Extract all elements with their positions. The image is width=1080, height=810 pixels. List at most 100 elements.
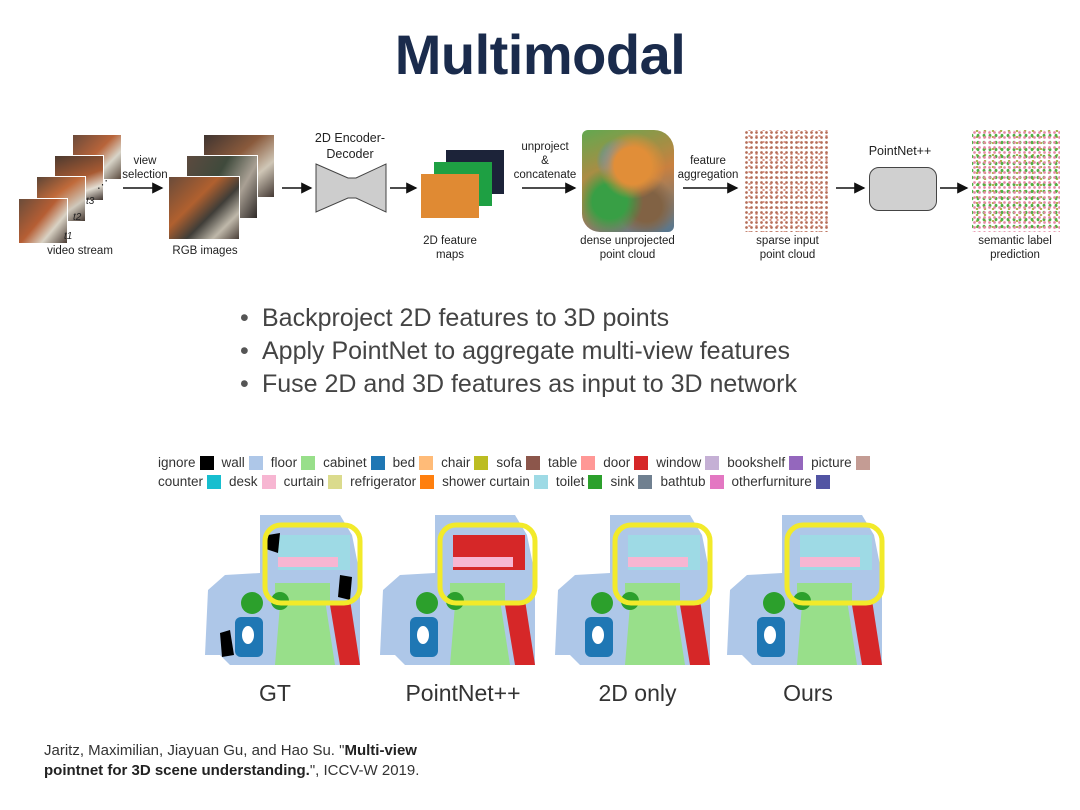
seg-cabinet-hole	[764, 626, 776, 644]
legend-item-sink: sink	[610, 474, 653, 489]
legend-label: wall	[221, 455, 245, 470]
time-label-t3: t3	[86, 196, 95, 207]
legend-label: cabinet	[323, 455, 367, 470]
legend-item-picture: picture	[811, 455, 870, 470]
label-pointnet: PointNet++	[868, 144, 932, 158]
legend-item-door: door	[603, 455, 649, 470]
sparse-point-cloud	[744, 130, 830, 232]
caption-ours: Ours	[783, 680, 833, 706]
legend-swatch	[419, 455, 434, 470]
results-panel	[200, 505, 900, 675]
legend-swatch	[634, 455, 649, 470]
legend-label: sofa	[496, 455, 522, 470]
seg-floor	[450, 600, 510, 665]
legend-label: toilet	[555, 474, 585, 489]
legend-item-bathtub: bathtub	[660, 474, 724, 489]
seg-ignore	[220, 630, 234, 657]
legend-item-chair: chair	[441, 455, 489, 470]
highlight-box	[262, 522, 363, 606]
legend-item-curtain: curtain	[284, 474, 343, 489]
legend-swatch	[709, 474, 724, 489]
video-frame-0	[18, 198, 68, 244]
seg-map-3	[727, 515, 885, 665]
legend-item-cabinet: cabinet	[323, 455, 385, 470]
seg-floor	[275, 600, 335, 665]
seg-cabinet-hole	[592, 626, 604, 644]
legend-label: otherfurniture	[731, 474, 812, 489]
seg-ignore	[266, 533, 280, 553]
seg-ignore	[338, 575, 352, 600]
legend-label: curtain	[283, 474, 325, 489]
legend-swatch	[525, 455, 540, 470]
citation: Jaritz, Maximilian, Jiayuan Gu, and Hao …	[44, 742, 420, 779]
legend-label: bathtub	[660, 474, 706, 489]
bullet-item: •Fuse 2D and 3D features as input to 3D …	[240, 370, 798, 398]
highlight-box	[437, 522, 538, 606]
legend-item-wall: wall	[222, 455, 263, 470]
seg-floor-strip	[797, 583, 852, 603]
caption-gt: GT	[259, 680, 291, 706]
legend-swatch	[474, 455, 489, 470]
pointnet-block	[869, 167, 937, 211]
legend-swatch	[588, 474, 603, 489]
caption-2d-only: 2D only	[598, 680, 677, 706]
seg-floor-strip	[275, 583, 330, 603]
legend-swatch	[370, 455, 385, 470]
slide-title: Multimodal	[394, 23, 686, 86]
ellipsis-dots: ⋰	[97, 179, 108, 191]
seg-chair	[241, 592, 263, 614]
legend-item-shower-curtain: shower curtain	[442, 474, 548, 489]
legend-swatch	[261, 474, 276, 489]
seg-desk-strip	[453, 557, 513, 567]
seg-door	[330, 600, 360, 665]
legend-item-toilet: toilet	[556, 474, 603, 489]
legend-label: refrigerator	[350, 474, 417, 489]
seg-floor	[797, 600, 857, 665]
legend-swatch	[301, 455, 316, 470]
legend-label: chair	[441, 455, 471, 470]
highlight-box	[784, 522, 885, 606]
feature-map-orange	[421, 174, 479, 218]
legend-swatch	[248, 455, 263, 470]
legend-item-counter: counter	[158, 474, 222, 489]
legend-swatch	[533, 474, 548, 489]
seg-door	[505, 600, 535, 665]
rgb-image-front	[168, 176, 240, 240]
legend-label: desk	[229, 474, 258, 489]
seg-floor-strip	[450, 583, 505, 603]
seg-map-1	[380, 515, 538, 665]
legend-item-ignore: ignore	[158, 455, 214, 470]
seg-chair	[416, 592, 438, 614]
caption-pointnet: PointNet++	[405, 680, 521, 706]
legend-item-sofa: sofa	[496, 455, 540, 470]
highlight-box	[612, 522, 713, 606]
seg-map-0	[205, 515, 363, 665]
seg-desk-strip	[278, 557, 338, 567]
legend-label: floor	[270, 455, 298, 470]
legend-swatch	[420, 474, 435, 489]
legend-swatch	[581, 455, 596, 470]
seg-floor-strip	[625, 583, 680, 603]
legend-swatch	[789, 455, 804, 470]
legend-item-otherfurniture: otherfurniture	[732, 474, 830, 489]
legend-swatch	[328, 474, 343, 489]
legend-label: door	[603, 455, 631, 470]
legend-swatch	[705, 455, 720, 470]
legend-item-bookshelf: bookshelf	[727, 455, 804, 470]
seg-desk-strip	[800, 557, 860, 567]
pipeline-arrows	[123, 163, 969, 213]
legend-swatch	[207, 474, 222, 489]
seg-floor	[625, 600, 685, 665]
legend-label: picture	[811, 455, 852, 470]
legend-item-floor: floor	[270, 455, 316, 470]
encoder-decoder-shape	[315, 163, 387, 213]
bullet-item: •Backproject 2D features to 3D points	[240, 304, 670, 332]
